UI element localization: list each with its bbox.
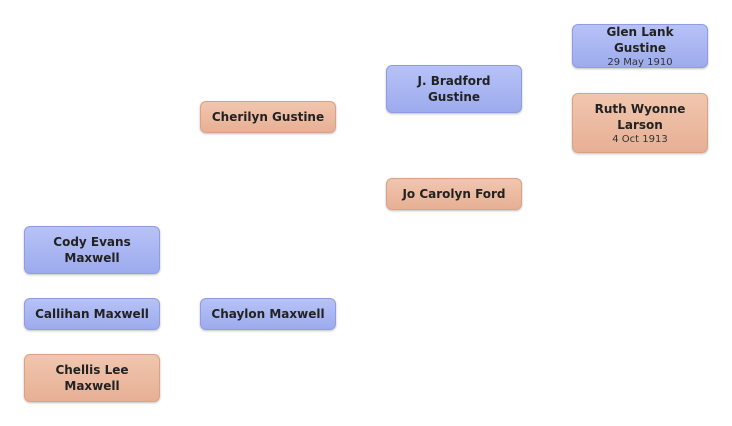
person-name: Chaylon Maxwell [211,307,325,321]
person-card-jo-carolyn-ford[interactable]: Jo Carolyn Ford [386,178,522,210]
person-card-chaylon-maxwell[interactable]: Chaylon Maxwell [200,298,336,330]
person-card-cherilyn-gustine[interactable]: Cherilyn Gustine [200,101,336,133]
person-name: Callihan Maxwell [35,307,149,321]
person-card-ruth-wyonne-larson[interactable]: Ruth Wyonne Larson 4 Oct 1913 [572,93,708,153]
person-name: J. Bradford Gustine [417,74,491,104]
person-card-glen-lank-gustine[interactable]: Glen Lank Gustine 29 May 1910 [572,24,708,68]
person-name: Ruth Wyonne Larson [594,101,686,132]
person-name: Glen Lank Gustine [606,24,674,55]
person-name: Cherilyn Gustine [211,110,325,124]
person-card-callihan-maxwell[interactable]: Callihan Maxwell [24,298,160,330]
person-birth-date: 4 Oct 1913 [612,133,668,145]
person-card-cody-evans-maxwell[interactable]: Cody Evans Maxwell [24,226,160,274]
person-name: Chellis Lee Maxwell [55,363,129,393]
person-name: Jo Carolyn Ford [402,187,506,201]
person-card-j-bradford-gustine[interactable]: J. Bradford Gustine [386,65,522,113]
person-card-chellis-lee-maxwell[interactable]: Chellis Lee Maxwell [24,354,160,402]
person-name: Cody Evans Maxwell [53,235,131,265]
person-birth-date: 29 May 1910 [607,56,673,68]
